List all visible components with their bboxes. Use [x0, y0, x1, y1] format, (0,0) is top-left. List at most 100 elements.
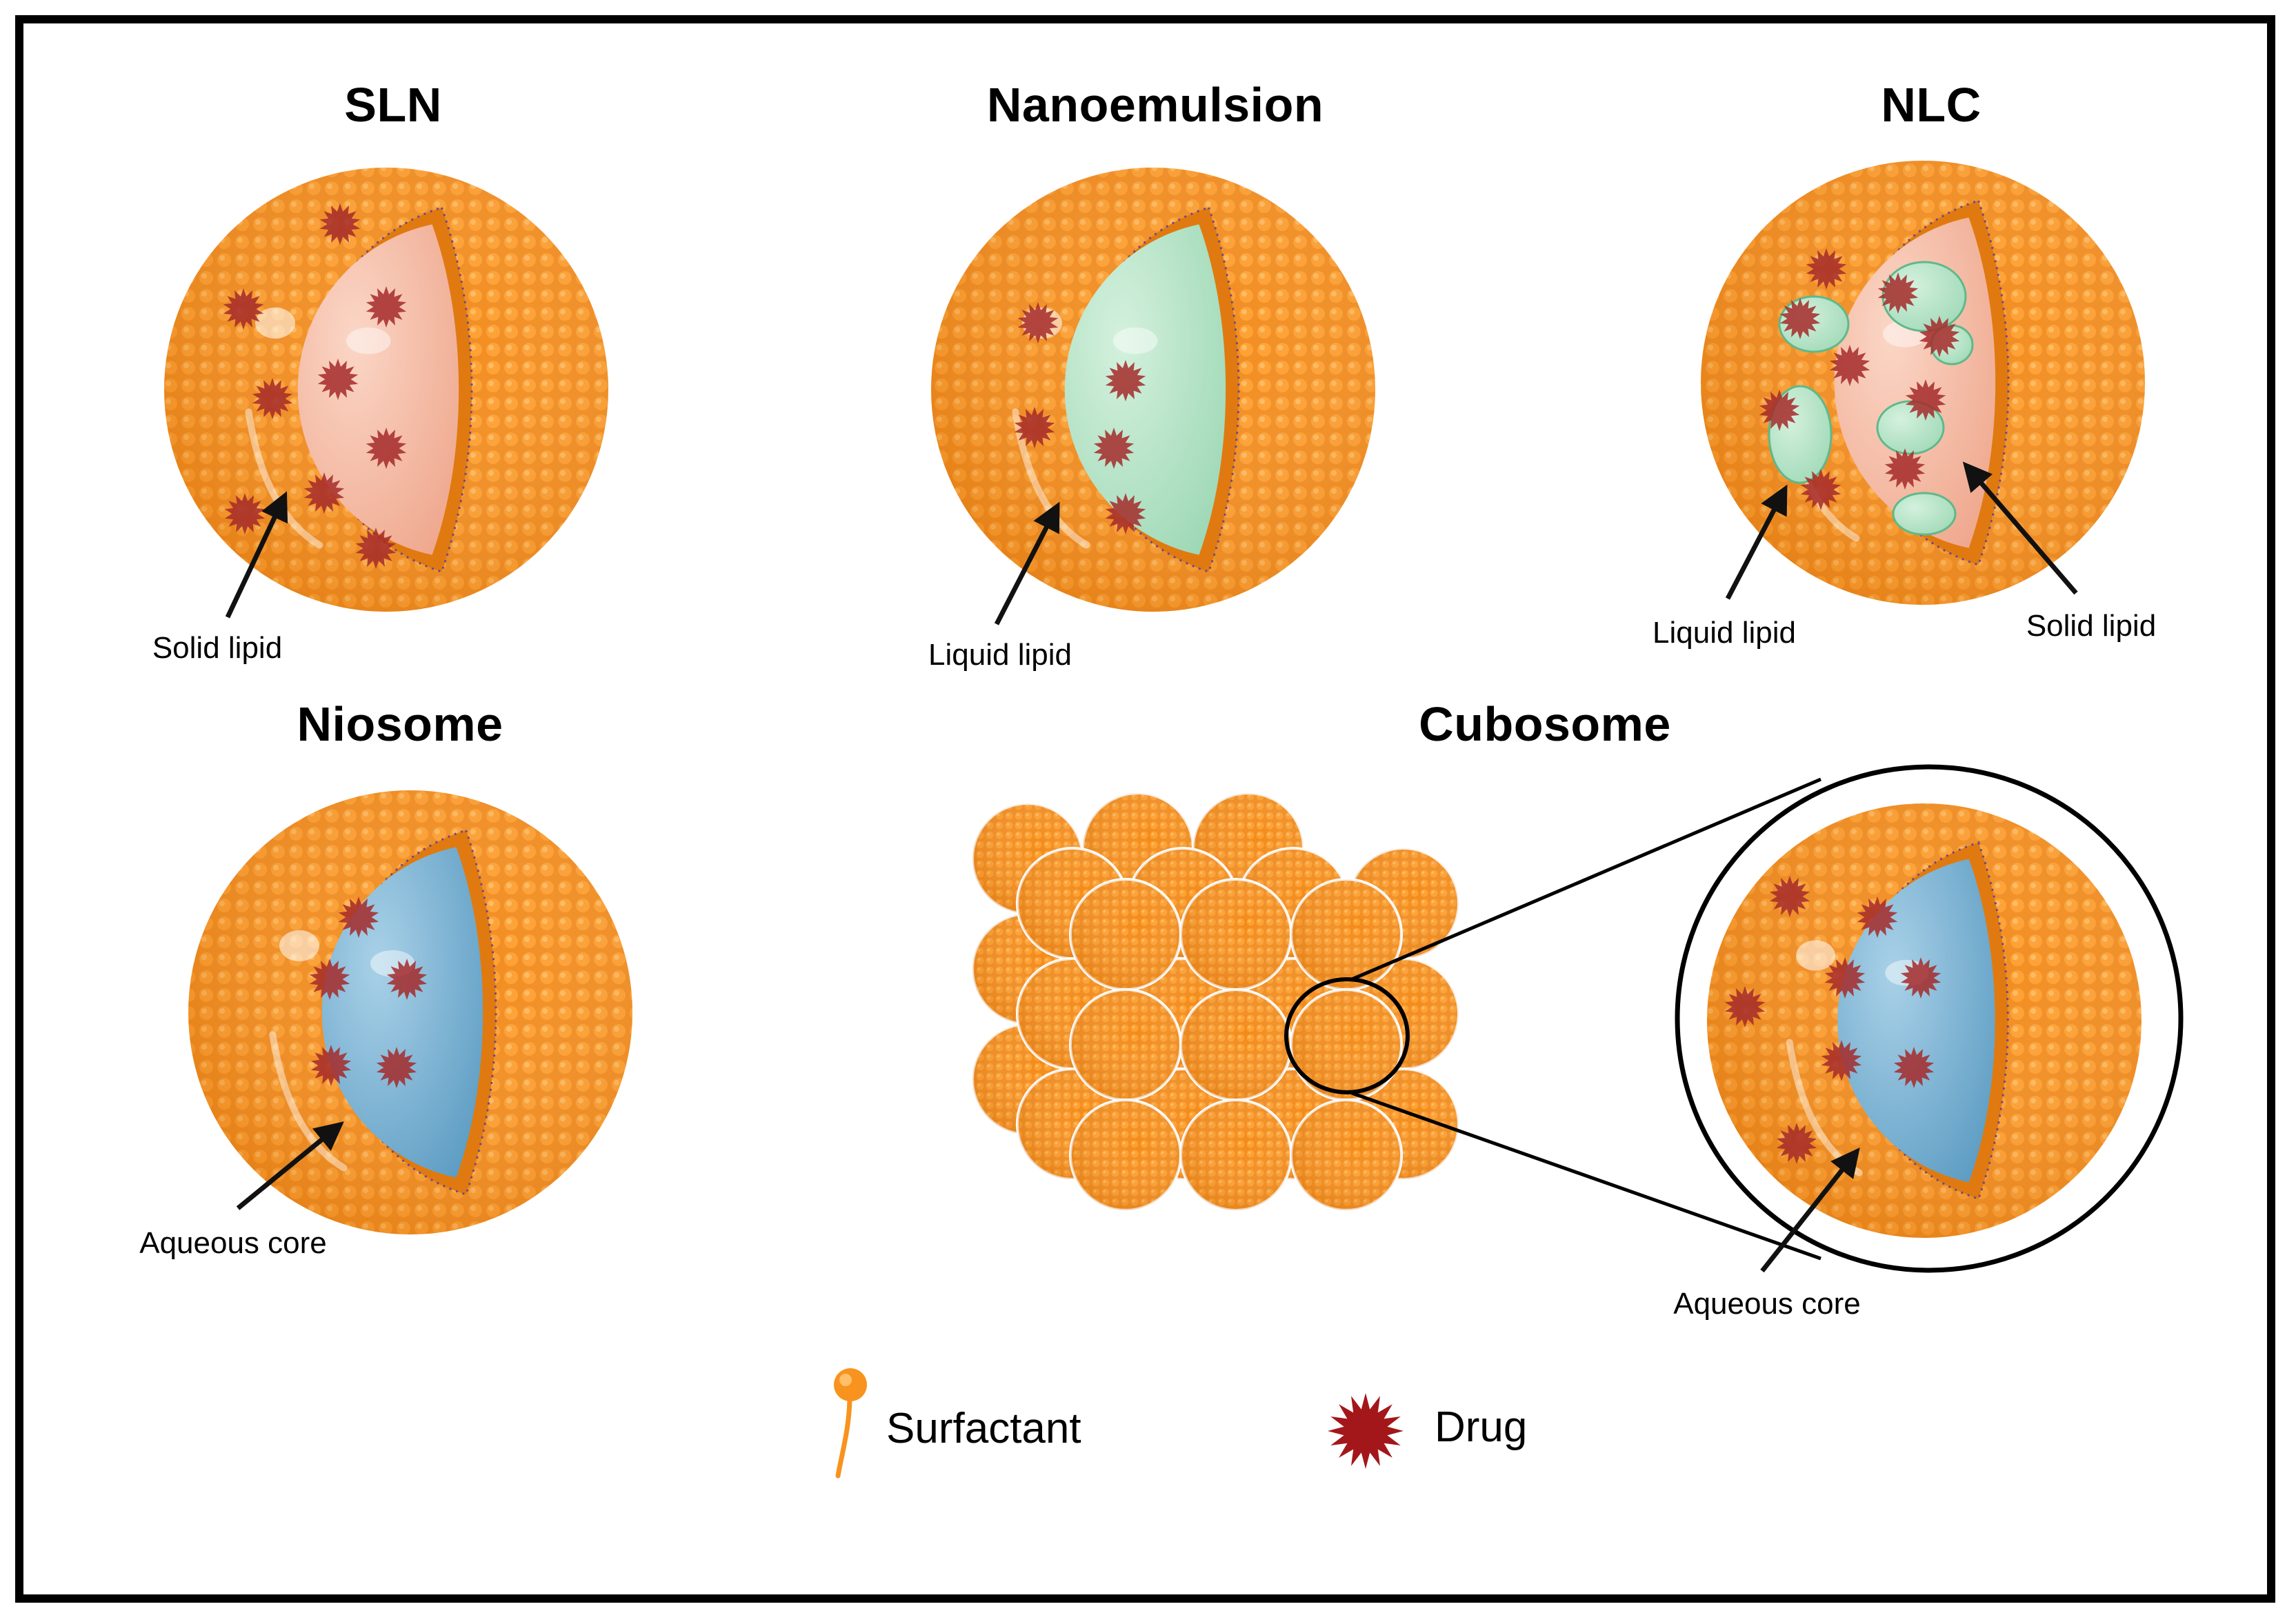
- surfactant-tail: [835, 1394, 852, 1479]
- shell-shading: [1181, 1100, 1291, 1210]
- drug-icon: [366, 286, 407, 328]
- shell-shading: [1181, 879, 1291, 990]
- legend-surfactant-label: Surfactant: [886, 1405, 1081, 1452]
- drug-icon: [1017, 302, 1059, 343]
- cubosome-sphere: [1290, 878, 1403, 991]
- drug-icon: [1877, 272, 1919, 314]
- drug-icon: [1800, 469, 1841, 510]
- highlight: [346, 327, 391, 354]
- drug-icon: [224, 493, 266, 534]
- cubosome-sphere: [1069, 878, 1182, 991]
- label-nanoemulsion-liquid-lipid: Liquid lipid: [928, 638, 1072, 672]
- shell-shading: [1070, 990, 1181, 1100]
- label-nlc-solid-lipid: Solid lipid: [2026, 609, 2157, 643]
- shell-shading: [1070, 879, 1181, 990]
- highlight: [1113, 327, 1158, 354]
- drug-icon: [1806, 248, 1847, 290]
- drug-icon: [223, 288, 264, 330]
- drug-icon: [1093, 428, 1135, 469]
- shell-shading: [1291, 879, 1401, 990]
- drug-icon: [310, 1045, 352, 1086]
- surfactant-icon: [834, 1368, 867, 1479]
- drug-icon: [1905, 379, 1946, 421]
- label-cubosome-aqueous-core: Aqueous core: [1673, 1287, 1861, 1321]
- liquid-lipid-core: [1064, 224, 1226, 555]
- label-niosome-aqueous-core: Aqueous core: [139, 1226, 327, 1260]
- drug-icon: [1779, 298, 1821, 339]
- liquid-lipid-droplet: [1892, 492, 1957, 536]
- surfactant-head-highlight: [839, 1374, 852, 1386]
- arrow-sln-solid-lipid: [225, 491, 288, 619]
- highlight: [255, 307, 295, 339]
- drug-icon: [1776, 1123, 1817, 1164]
- cubosome-sphere: [1290, 1099, 1403, 1212]
- cubosome-sphere: [1179, 988, 1292, 1101]
- drug-icon: [1893, 1047, 1935, 1088]
- drug-legend-icon: [1328, 1393, 1404, 1469]
- title-cubosome: Cubosome: [1419, 697, 1671, 751]
- label-nlc-liquid-lipid: Liquid lipid: [1653, 616, 1796, 650]
- cubosome-sphere: [1069, 1099, 1182, 1212]
- highlight: [1012, 408, 1090, 549]
- drug-icon: [319, 203, 361, 245]
- drug-icon: [1824, 957, 1866, 999]
- drug-icon: [1759, 390, 1800, 431]
- arrow-niosome-aqueous-core: [236, 1121, 344, 1210]
- drug-icon: [309, 959, 350, 1000]
- nanoemulsion-particle: [931, 168, 1375, 612]
- drug-icon: [1014, 407, 1055, 448]
- drug-icon: [1884, 448, 1926, 490]
- drug-icon: [252, 378, 293, 419]
- title-nlc: NLC: [1881, 78, 1981, 132]
- arrow-nlc-solid-lipid: [1962, 461, 2078, 595]
- surfactant-head: [834, 1368, 867, 1401]
- cubosome-sphere: [1179, 878, 1292, 991]
- drug-icon: [376, 1047, 417, 1088]
- solid-lipid-core: [297, 224, 459, 555]
- cubosome-lattice: [971, 777, 1821, 1261]
- zoom-connector-line: [1351, 1091, 1821, 1261]
- cubosome-sphere: [1069, 988, 1182, 1101]
- drug-icon: [317, 359, 359, 400]
- sln-particle: [164, 168, 608, 612]
- highlight: [269, 1031, 348, 1172]
- highlight: [1796, 940, 1835, 971]
- drug-icon: [1769, 876, 1810, 917]
- drug-icon: [355, 528, 397, 569]
- niosome-particle: [188, 790, 632, 1234]
- shell-shading: [1181, 990, 1291, 1100]
- shell-shading: [1291, 990, 1401, 1100]
- aqueous-core: [1837, 859, 1995, 1183]
- drug-icon: [386, 959, 428, 1000]
- shell-shading: [1070, 1100, 1181, 1210]
- figure-border: [15, 15, 2275, 1603]
- label-sln-solid-lipid: Solid lipid: [152, 631, 283, 665]
- cubosome-sphere: [1179, 1099, 1292, 1212]
- zoom-circle: [1675, 764, 2184, 1273]
- drug-icon: [1821, 1040, 1862, 1081]
- arrow-cubosome-aqueous-core: [1760, 1148, 1860, 1273]
- cubosome-zoom-particle: [1707, 803, 2142, 1238]
- highlight: [279, 930, 319, 961]
- drug-icon: [366, 428, 407, 469]
- drug-icon: [1724, 986, 1766, 1028]
- drug-icon: [1919, 316, 1960, 357]
- arrow-nanoemulsion-liquid-lipid: [994, 501, 1060, 625]
- zoom-connector-line: [1351, 777, 1821, 981]
- title-niosome: Niosome: [297, 697, 503, 751]
- drug-icon: [303, 472, 345, 514]
- legend-drug-label: Drug: [1435, 1403, 1528, 1451]
- zoom-source-ring: [1284, 977, 1410, 1094]
- drug-icon: [1105, 493, 1146, 534]
- drug-icon: [338, 897, 379, 938]
- shell-shading: [1291, 1100, 1401, 1210]
- title-nanoemulsion: Nanoemulsion: [986, 78, 1324, 132]
- drug-icon: [1900, 957, 1941, 999]
- nlc-particle: [1701, 161, 2145, 605]
- title-sln: SLN: [344, 78, 442, 132]
- drug-icon: [1857, 897, 1898, 938]
- drug-icon: [1829, 345, 1870, 386]
- arrow-nlc-liquid-lipid: [1725, 484, 1788, 600]
- cubosome-sphere: [1290, 988, 1403, 1101]
